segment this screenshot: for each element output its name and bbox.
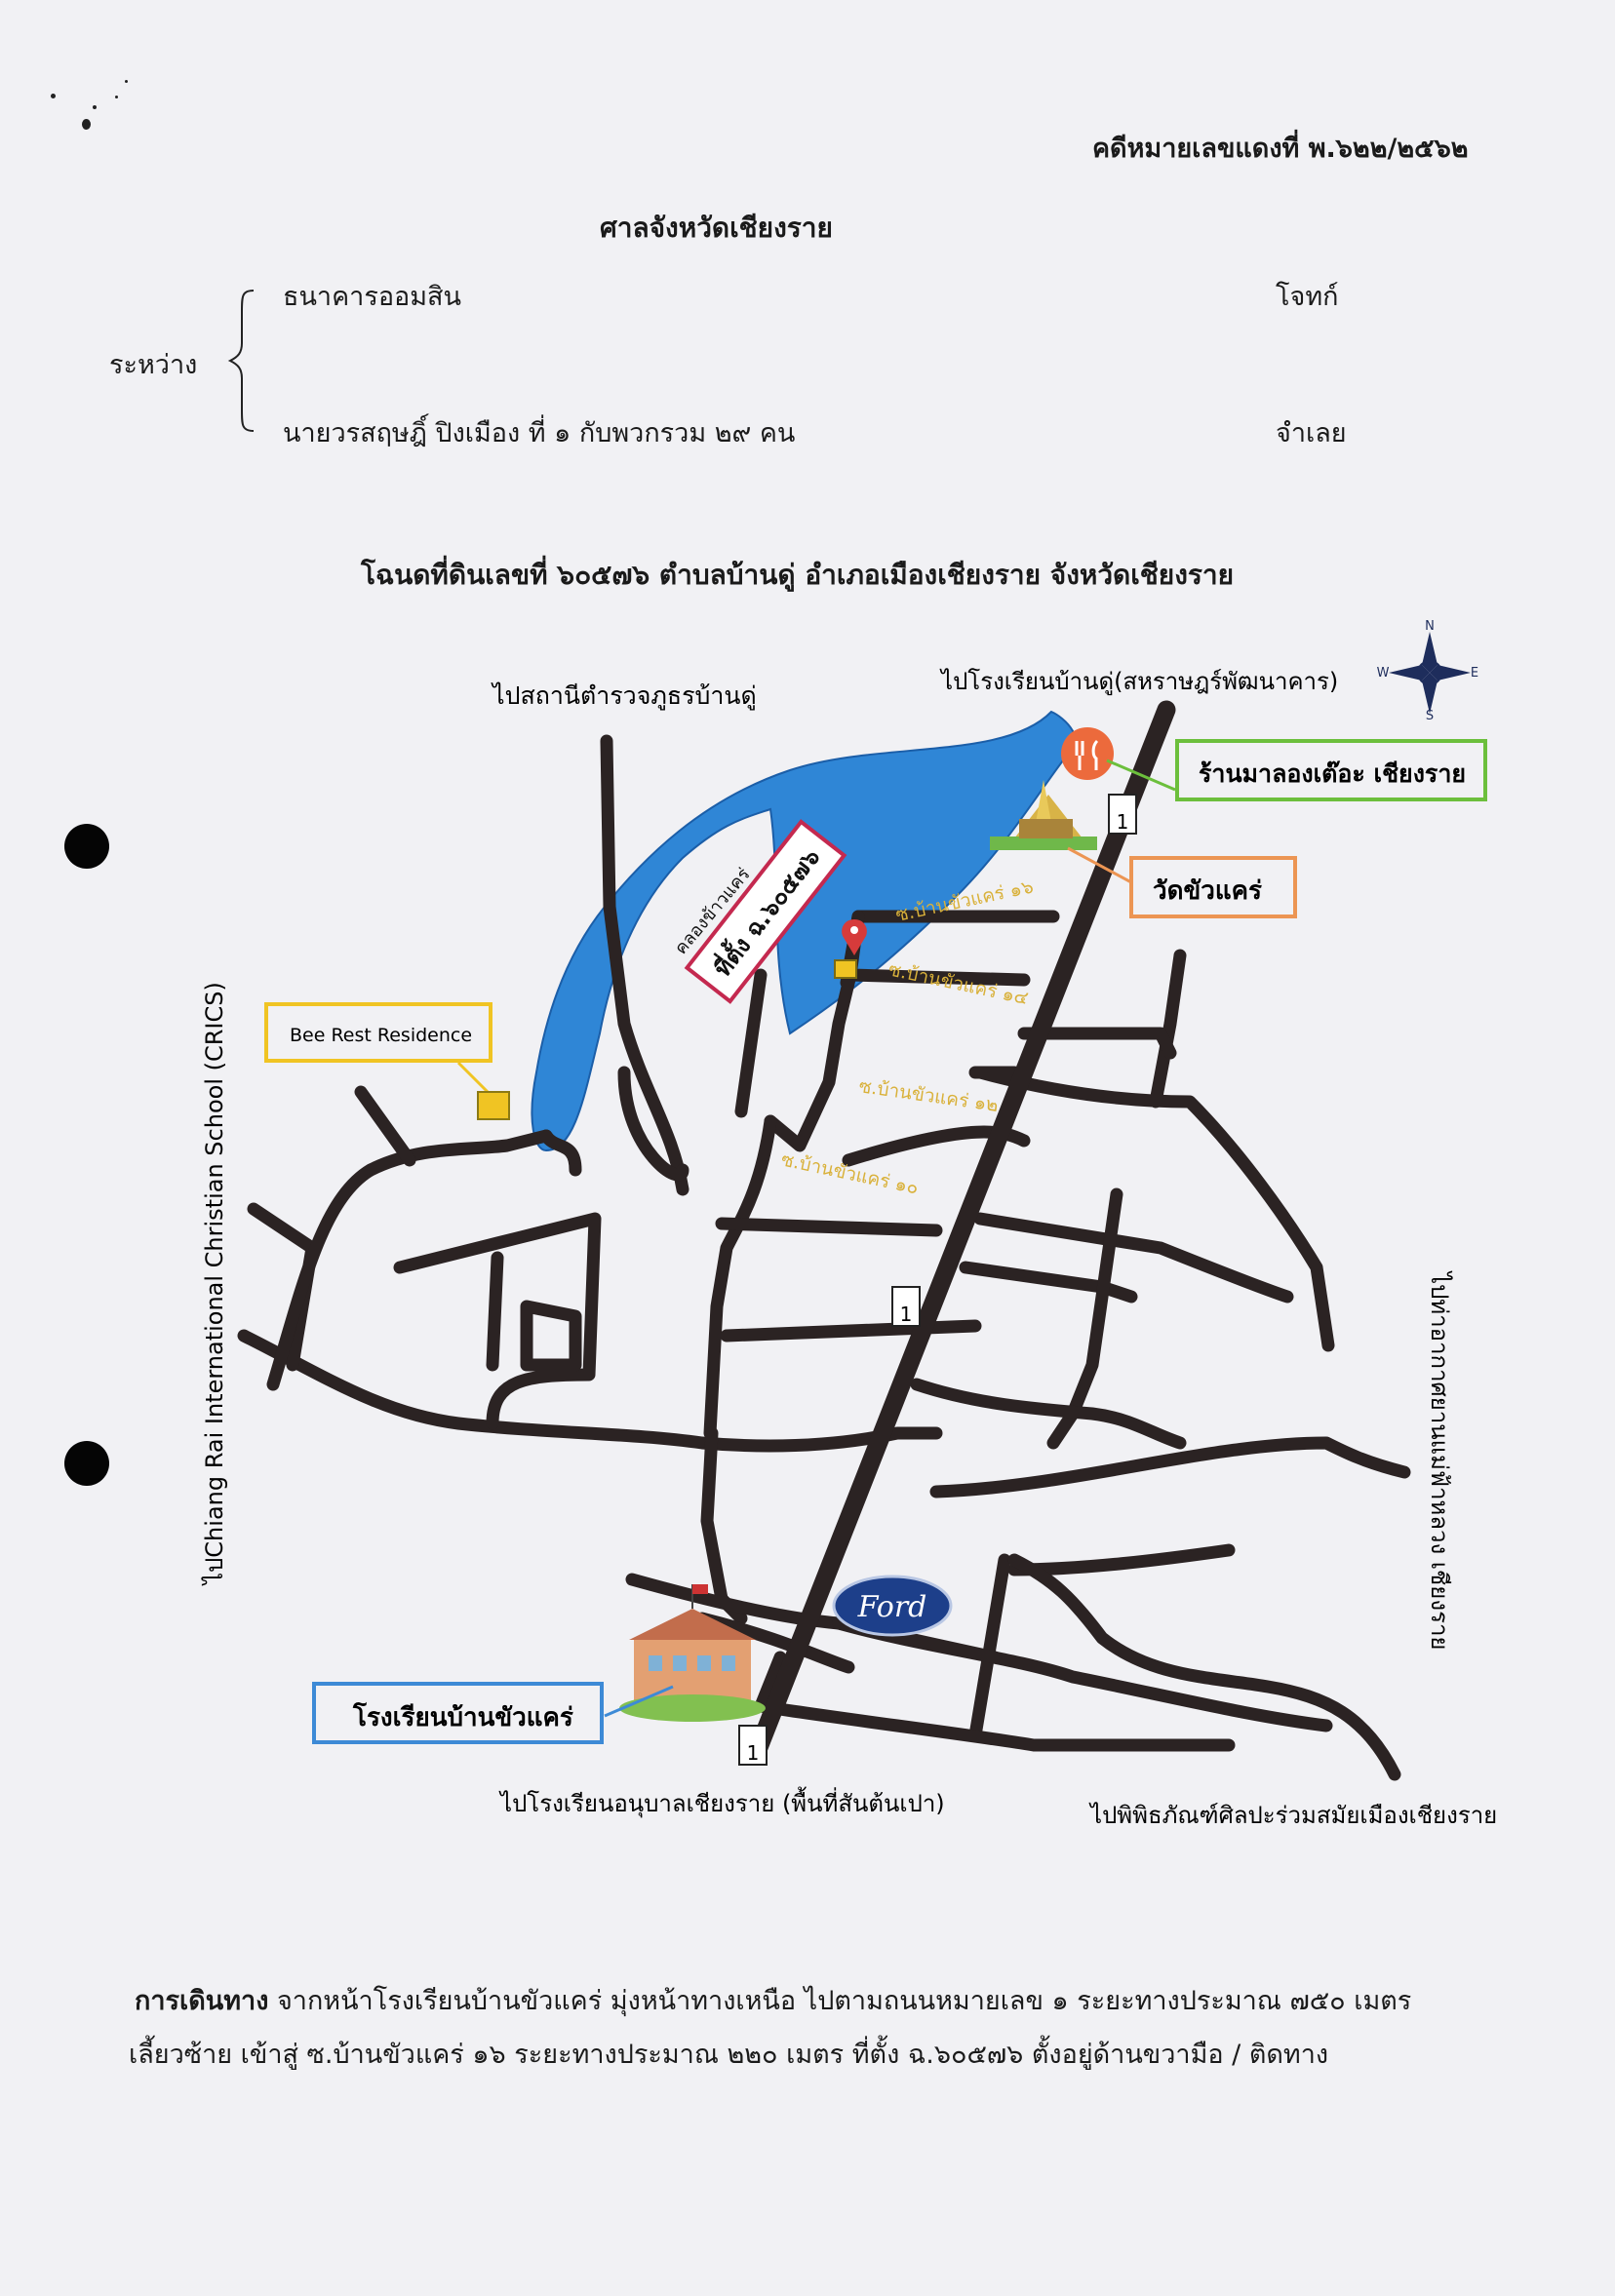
restaurant-box bbox=[1175, 739, 1487, 801]
restaurant-label: ร้านมาลองเต๊อะ เชียงราย bbox=[1199, 759, 1466, 788]
svg-text:1: 1 bbox=[747, 1741, 760, 1765]
residence-connector bbox=[456, 1061, 490, 1094]
case-number: คดีหมายเลขแดงที่ พ.๖๒๒/๒๕๖๒ bbox=[1092, 134, 1469, 164]
school-connector bbox=[604, 1685, 674, 1718]
label-to-school-north: ไปโรงเรียนบ้านดู่(สหราษฎร์พัฒนาคาร) bbox=[939, 668, 1338, 696]
svg-text:1: 1 bbox=[900, 1303, 913, 1326]
svg-text:W: W bbox=[1377, 666, 1390, 681]
directions-line-1: การเดินทาง จากหน้าโรงเรียนบ้านขัวแคร่ มุ… bbox=[135, 1986, 1412, 2016]
school-box bbox=[312, 1682, 604, 1744]
defendant-role: จำเลย bbox=[1276, 418, 1347, 448]
label-to-police: ไปสถานีตำรวจภูธรบ้านดู่ bbox=[491, 681, 757, 711]
label-to-airport: ไปท่าอากาศยานแม่ฟ้าหลวง เชียงราย bbox=[1426, 1270, 1453, 1651]
ford-logo: Ford bbox=[832, 1575, 953, 1637]
label-soi-14: ซ.บ้านขัวแคร่ ๑๔ bbox=[886, 958, 1030, 1009]
temple-box bbox=[1129, 856, 1297, 918]
svg-text:1: 1 bbox=[1117, 810, 1129, 834]
svg-text:E: E bbox=[1471, 666, 1478, 681]
school-label: โรงเรียนบ้านขัวแคร่ bbox=[352, 1701, 573, 1732]
directions-label: การเดินทาง bbox=[135, 1986, 269, 2016]
restaurant-icon bbox=[1061, 727, 1114, 780]
residence-marker bbox=[477, 1091, 510, 1120]
svg-text:Ford: Ford bbox=[857, 1590, 927, 1624]
binder-hole-top bbox=[64, 824, 109, 869]
deed-title: โฉนดที่ดินเลขที่ ๖๐๕๗๖ ตำบลบ้านดู่ อำเภอ… bbox=[361, 559, 1235, 591]
plaintiff-role: โจทก์ bbox=[1276, 282, 1339, 312]
binder-hole-bottom bbox=[64, 1441, 109, 1486]
label-to-kindergarten: ไปโรงเรียนอนุบาลเชียงราย (พื้นที่สันต้นเ… bbox=[498, 1786, 945, 1818]
plaintiff-name: ธนาคารออมสิน bbox=[283, 282, 461, 312]
label-to-museum: ไปพิพิธภัณฑ์ศิลปะร่วมสมัยเมืองเชียงราย bbox=[1088, 1802, 1497, 1829]
svg-text:N: N bbox=[1425, 619, 1435, 634]
school-building-icon bbox=[619, 1584, 766, 1722]
restaurant-connector bbox=[1106, 759, 1176, 792]
temple-icon bbox=[990, 780, 1097, 850]
label-soi-12: ซ.บ้านขัวแคร่ ๑๒ bbox=[857, 1075, 1000, 1116]
between-label: ระหว่าง bbox=[109, 350, 198, 380]
between-brace bbox=[227, 290, 255, 432]
residence-label: Bee Rest Residence bbox=[290, 1025, 472, 1046]
highway-1 bbox=[748, 700, 1176, 1760]
road-network bbox=[237, 734, 1411, 1781]
directions-line-2: เลี้ยวซ้าย เข้าสู่ ซ.บ้านขัวแคร่ ๑๖ ระยะ… bbox=[129, 2040, 1329, 2070]
svg-text:S: S bbox=[1426, 709, 1434, 723]
location-pin-icon bbox=[834, 919, 867, 979]
label-to-cics: ไปChiang Rai International Christian Sch… bbox=[201, 982, 228, 1586]
temple-label: วัดขัวแคร่ bbox=[1153, 876, 1262, 906]
court-name: ศาลจังหวัดเชียงราย bbox=[600, 212, 833, 244]
highway-shield: 1 1 1 bbox=[738, 794, 1137, 1766]
compass-rose-icon: N S W E bbox=[1377, 619, 1479, 723]
residence-box bbox=[264, 1002, 492, 1063]
defendant-name: นายวรสฤษฎิ์ ปิงเมือง ที่ ๑ กับพวกรวม ๒๙ … bbox=[283, 418, 796, 448]
temple-connector bbox=[1067, 846, 1132, 884]
